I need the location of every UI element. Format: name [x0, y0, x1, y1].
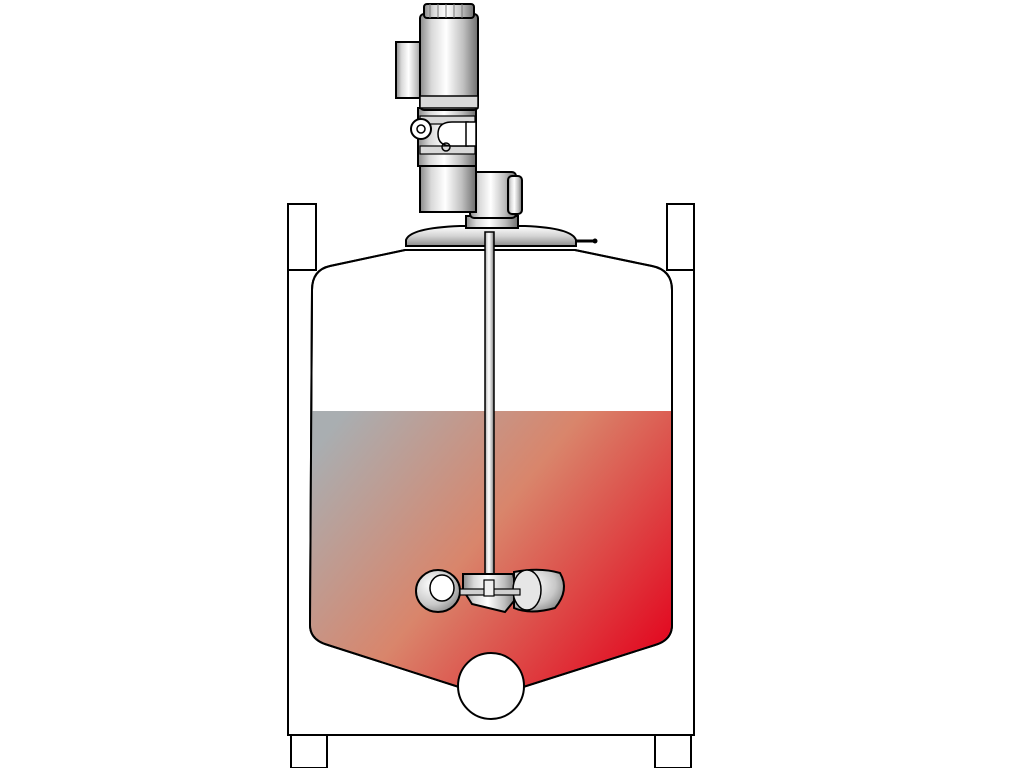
left-frame-post	[287, 203, 317, 271]
right-leg	[654, 734, 692, 768]
tank-vessel-outline-redraw	[308, 249, 673, 689]
gearbox-fitting	[410, 118, 432, 140]
motor	[395, 3, 479, 111]
shaft-seal-housing	[465, 171, 523, 229]
right-frame-post	[666, 203, 695, 271]
tank-outer-jacket	[287, 204, 695, 736]
support-frame	[287, 203, 695, 768]
propeller-impeller	[415, 568, 565, 614]
left-leg	[290, 734, 328, 768]
gearbox	[410, 107, 477, 213]
bottom-outlet	[457, 652, 525, 720]
agitator-shaft	[484, 231, 495, 593]
